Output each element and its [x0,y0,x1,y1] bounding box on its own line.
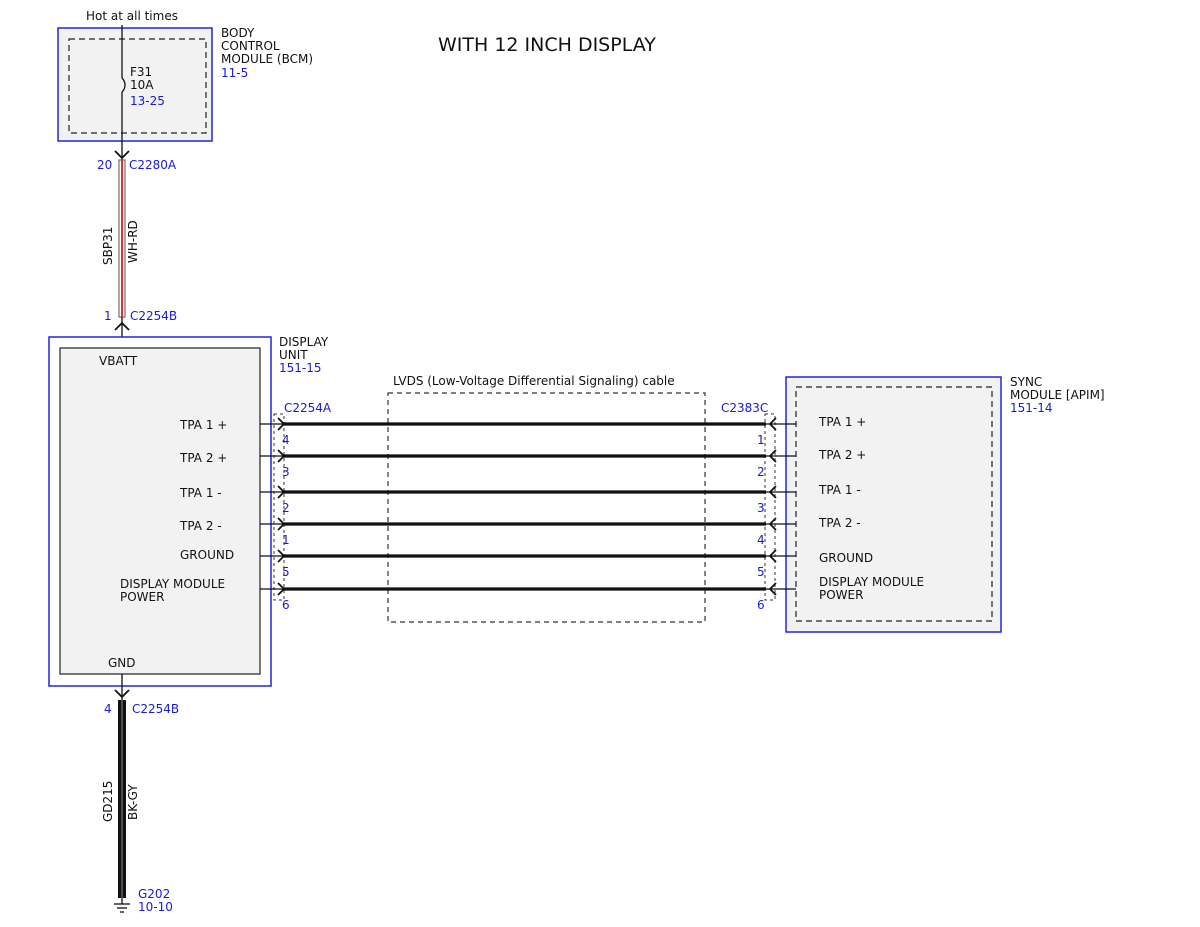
display-connector-arrow-icon [277,582,286,596]
bcm-module: BODY CONTROL MODULE (BCM) 11-5 F31 10A 1… [57,26,313,142]
ground-wire-color: BK-GY [126,784,140,820]
power-wire [118,159,126,318]
sync-name: SYNC MODULE [APIM] [1010,375,1105,402]
display-unit-page-ref: 151-15 [279,361,322,375]
display-pin-number: 4 [282,433,290,447]
sync-signal-label: TPA 2 + [818,448,866,462]
display-signal-label: POWER [120,590,164,604]
ground-point-ref: 10-10 [138,900,173,914]
connector-c2254a-housing [273,413,285,601]
display-pin-number: 6 [282,598,290,612]
connector-c2254b-arrow-icon [114,321,130,331]
ground-wire-circuit: GD215 [101,781,115,822]
display-signal-label: TPA 2 + [179,451,227,465]
power-wire-connector-bcm: C2280A [129,158,177,172]
sync-module [785,376,1002,633]
display-unit-name-line-2: UNIT [279,348,308,362]
sync-connector-arrow-icon [768,485,777,499]
sync-pin-number: 3 [757,501,765,515]
display-unit-gnd-label: GND [108,656,136,670]
sync-signal-label: DISPLAY MODULE [819,575,924,589]
display-unit-vbatt-label: VBATT [99,354,138,368]
display-connector-arrow-icon [277,485,286,499]
sync-connector-arrow-icon [768,449,777,463]
power-wire-pin-display: 1 [104,309,112,323]
bcm-name-line-3: MODULE (BCM) [221,52,313,66]
sync-connector-arrow-icon [768,517,777,531]
sync-signal-label: TPA 1 - [818,483,861,497]
bcm-name: BODY CONTROL MODULE (BCM) [221,26,313,66]
display-connector-arrow-icon [277,549,286,563]
connector-c2254b-gnd-arrow-icon [114,689,130,699]
sync-connector: C2383C [721,401,768,415]
fuse-rating: 10A [130,78,154,92]
bcm-name-line-2: CONTROL [221,39,280,53]
sync-connector-arrow-icon [768,549,777,563]
power-wire-circuit: SBP31 [101,227,115,265]
sync-name-line-1: SYNC [1010,375,1042,389]
sync-signal-label: GROUND [819,551,873,565]
sync-connector-arrow-icon [768,582,777,596]
display-unit-module [48,336,272,687]
connector-c2280a-arrow-icon [114,150,130,160]
bcm-outline [57,27,213,142]
sync-pin-number: 4 [757,533,765,547]
display-pin-number: 3 [282,465,290,479]
lvds-cable-label: LVDS (Low-Voltage Differential Signaling… [393,374,675,388]
display-unit-connector: C2254A [284,401,332,415]
display-pin-number: 5 [282,565,290,579]
power-wire-connector-display: C2254B [130,309,177,323]
sync-pin-number: 1 [757,433,765,447]
bcm-inner-dashed [68,38,207,134]
sync-signal-label: TPA 2 - [818,516,861,530]
display-pin-number: 2 [282,501,290,515]
sync-name-line-2: MODULE [APIM] [1010,388,1105,402]
display-signal-label: TPA 1 + [179,418,227,432]
connector-c2383c-housing [764,413,776,601]
fuse-symbol [121,77,126,93]
display-pin-number: 1 [282,533,290,547]
sync-signal-label: POWER [819,588,863,602]
chassis-ground-icon [114,898,130,913]
ground-wire-pin: 4 [104,702,112,716]
sync-pin-number: 6 [757,598,765,612]
ground-wire-connector: C2254B [132,702,179,716]
fuse-name: F31 [130,65,152,79]
sync-inner-dashed [795,386,993,622]
bcm-page-ref: 11-5 [221,66,248,80]
sync-outline [785,376,1002,633]
sync-page-ref: 151-14 [1010,401,1053,415]
display-unit-name-line-1: DISPLAY [279,335,329,349]
diagram-title: WITH 12 INCH DISPLAY [438,34,656,56]
display-connector-arrow-icon [277,517,286,531]
display-unit-name: DISPLAY UNIT [279,335,332,362]
ground-wire [118,700,126,898]
display-connector-arrow-icon [277,449,286,463]
display-signal-label: GROUND [180,548,234,562]
power-source-label: Hot at all times [86,9,178,23]
bcm-name-line-1: BODY [221,26,255,40]
fuse-page-ref: 13-25 [130,94,165,108]
sync-pin-number: 5 [757,565,765,579]
display-connector-arrow-icon [277,417,286,431]
power-wire-color: WH-RD [126,220,140,263]
display-unit-body [59,347,261,675]
display-signal-label: TPA 2 - [179,519,222,533]
sync-pin-number: 2 [757,465,765,479]
display-signal-label: TPA 1 - [179,486,222,500]
lvds-cable-shield [387,392,706,623]
display-signal-label: DISPLAY MODULE [120,577,225,591]
sync-connector-arrow-icon [768,417,777,431]
ground-point-name: G202 [138,887,170,901]
sync-signal-label: TPA 1 + [818,415,866,429]
power-wire-pin-bcm: 20 [97,158,112,172]
